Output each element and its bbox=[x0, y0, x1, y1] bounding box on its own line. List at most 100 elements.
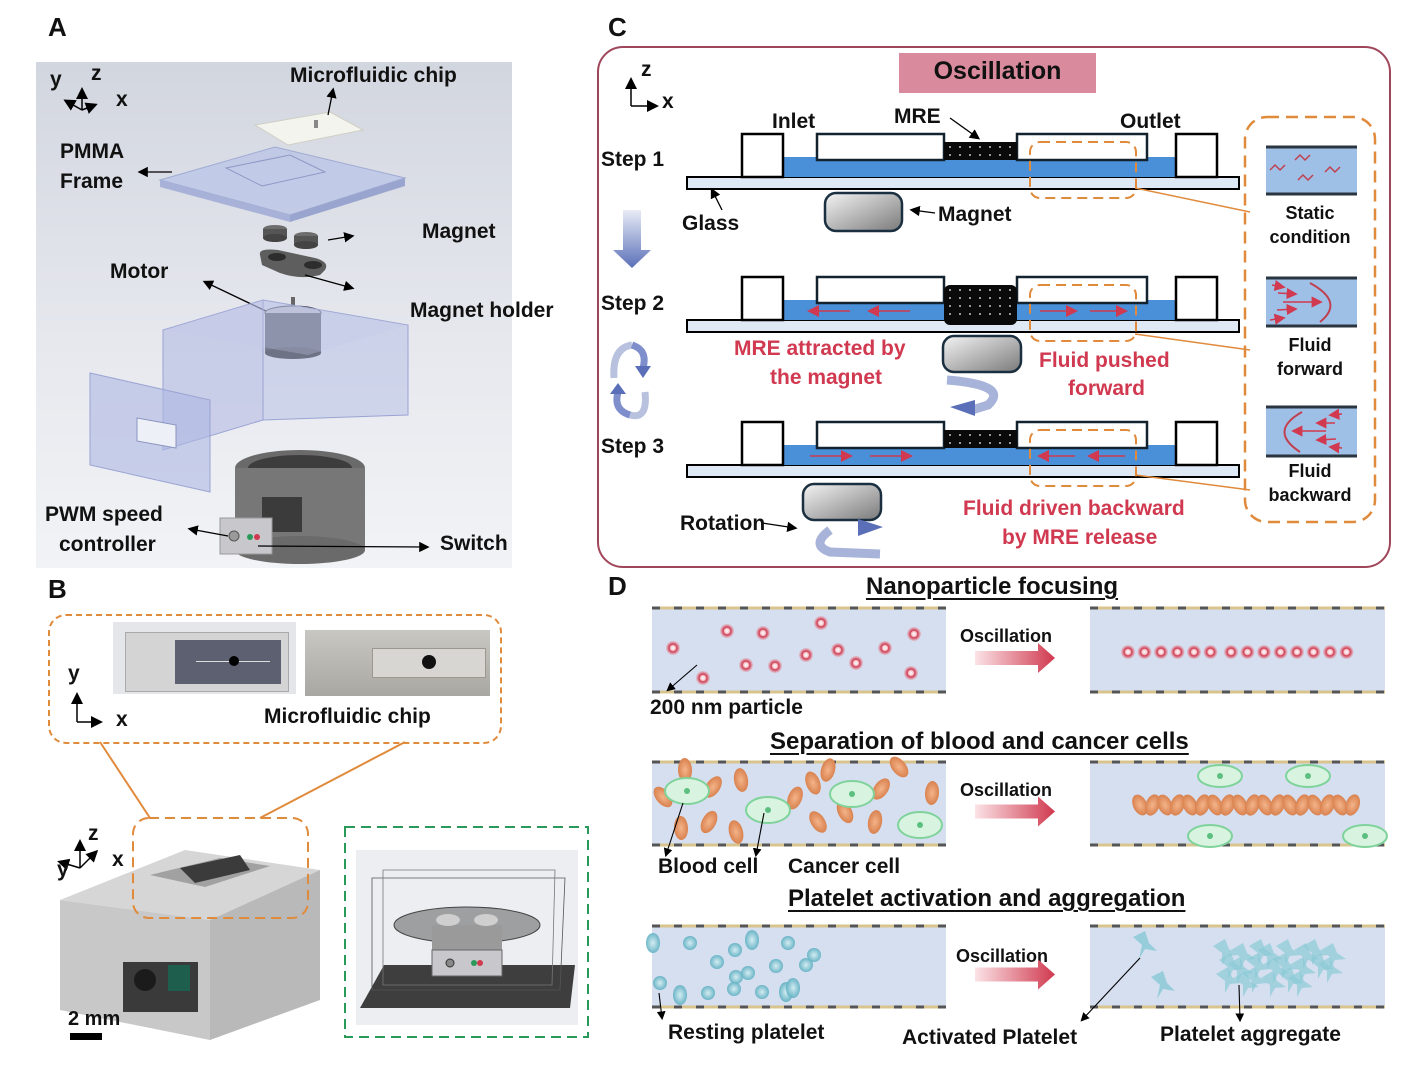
panel-label-d: D bbox=[608, 571, 627, 601]
condition-forward bbox=[1266, 276, 1357, 328]
row3-title: Platelet activation and aggregation bbox=[788, 885, 1186, 912]
label-microfluidic-chip-b: Microfluidic chip bbox=[264, 705, 431, 728]
label-inlet: Inlet bbox=[772, 110, 816, 133]
step-3-diagram bbox=[686, 420, 1240, 487]
conditions-box bbox=[1243, 115, 1377, 524]
resting-platelet bbox=[728, 943, 742, 957]
step-1-diagram bbox=[686, 132, 1240, 199]
nanoparticle bbox=[799, 648, 813, 662]
nanoparticle bbox=[907, 627, 921, 641]
blood-cell-focused bbox=[1269, 794, 1286, 816]
condition-static-line2: condition bbox=[1269, 227, 1351, 247]
label-blood-cell: Blood cell bbox=[658, 855, 759, 878]
blood-cell-focused bbox=[1257, 794, 1273, 816]
row1-title: Nanoparticle focusing bbox=[866, 573, 1119, 600]
fluid-channel bbox=[783, 445, 1176, 465]
panel-b-top-axes bbox=[71, 692, 103, 728]
aggregated-platelet bbox=[1213, 939, 1238, 965]
nanoparticle-focused bbox=[1170, 645, 1185, 659]
label-magnet-c: Magnet bbox=[938, 203, 1012, 226]
row1-oscillation-label: Oscillation bbox=[960, 626, 1053, 646]
condition-backward-line1: Fluid bbox=[1288, 461, 1332, 481]
step-2-label: Step 2 bbox=[601, 292, 665, 315]
label-magnet-holder: Magnet holder bbox=[410, 299, 554, 322]
motor-3d bbox=[264, 297, 322, 359]
cad-assembly-render bbox=[356, 850, 578, 1025]
panel-c-frame bbox=[597, 46, 1391, 568]
aggregated-platelet bbox=[1228, 957, 1253, 983]
blood-cell bbox=[728, 820, 744, 844]
inlet-port bbox=[740, 420, 785, 467]
condition-static bbox=[1266, 145, 1357, 196]
nanoparticle-focused bbox=[1306, 645, 1321, 659]
magnet-step2 bbox=[941, 334, 1023, 374]
blood-cell-focused bbox=[1344, 794, 1361, 816]
resting-platelet bbox=[683, 936, 697, 950]
chip-cad-image bbox=[113, 622, 296, 694]
blood-cell-focused bbox=[1232, 794, 1248, 816]
label-magnet: Magnet bbox=[422, 220, 496, 243]
panel-label-a: A bbox=[48, 12, 67, 42]
label-cancer-cell: Cancer cell bbox=[788, 855, 901, 878]
aggregated-platelet bbox=[1321, 943, 1346, 969]
b-axis-x: x bbox=[116, 708, 128, 731]
magnet-step3 bbox=[801, 482, 883, 522]
annotation-mre-attracted-2: the magnet bbox=[770, 366, 883, 389]
annotation-fluid-pushed-2: forward bbox=[1068, 377, 1146, 400]
c-axis-x: x bbox=[662, 90, 674, 113]
channel-row1-before bbox=[652, 606, 946, 694]
label-platelet-aggregate: Platelet aggregate bbox=[1160, 1023, 1341, 1046]
blood-cell-focused bbox=[1157, 794, 1173, 816]
blood-cell-focused bbox=[1182, 794, 1198, 816]
annotation-mre-attracted-1: MRE attracted by bbox=[734, 337, 906, 360]
resting-platelet bbox=[745, 930, 759, 950]
label-resting-platelet: Resting platelet bbox=[668, 1021, 825, 1044]
panel-a-axes bbox=[63, 87, 98, 114]
aggregated-platelet bbox=[1243, 967, 1268, 993]
step-1-label: Step 1 bbox=[601, 148, 665, 171]
aggregated-platelet bbox=[1303, 939, 1328, 965]
panel-label-b: B bbox=[48, 574, 67, 604]
nanoparticle bbox=[720, 624, 734, 638]
blood-cell bbox=[733, 768, 749, 792]
oscillation-title: Oscillation bbox=[933, 57, 1062, 85]
aggregated-platelet bbox=[1258, 943, 1283, 969]
resting-platelet bbox=[769, 959, 783, 973]
pmma-frame-3d bbox=[158, 146, 407, 222]
device-photo bbox=[60, 850, 320, 1040]
b-axis-z: z bbox=[88, 822, 99, 845]
fluid-channel bbox=[783, 157, 1176, 177]
scale-bar bbox=[70, 1033, 102, 1040]
nanoparticle bbox=[756, 626, 770, 640]
nanoparticle-focused bbox=[1323, 645, 1337, 659]
nanoparticle bbox=[904, 666, 918, 680]
nanoparticle bbox=[814, 616, 828, 630]
blood-cell bbox=[805, 771, 821, 795]
aggregated-platelet bbox=[1273, 953, 1298, 979]
blood-cell bbox=[809, 811, 827, 833]
zoom-region bbox=[1029, 284, 1137, 342]
step-diagrams bbox=[686, 132, 1240, 487]
resting-platelet bbox=[710, 955, 724, 969]
nanoparticle bbox=[739, 658, 753, 672]
blood-cell-focused bbox=[1244, 794, 1261, 816]
nanoparticle-focused bbox=[1257, 645, 1271, 659]
aggregated-platelet bbox=[1264, 957, 1289, 983]
nanoparticle-focused bbox=[1121, 645, 1135, 659]
panel-b-bottom-axes bbox=[57, 839, 99, 871]
annotation-fluid-pushed-1: Fluid pushed bbox=[1039, 349, 1170, 372]
nanoparticle bbox=[666, 641, 680, 655]
activated-platelet bbox=[1151, 971, 1175, 999]
chip-3d bbox=[253, 111, 365, 146]
particles bbox=[646, 616, 1388, 1005]
row2-oscillation-label: Oscillation bbox=[960, 780, 1053, 800]
oscillation-arrow-row2 bbox=[975, 796, 1055, 827]
resting-platelet bbox=[701, 986, 715, 1000]
oscillation-arrow-row1 bbox=[975, 643, 1055, 673]
label-pmma: PMMA bbox=[60, 140, 125, 163]
motor-base-3d bbox=[219, 450, 365, 564]
label-microfluidic-chip: Microfluidic chip bbox=[290, 64, 457, 87]
label-glass: Glass bbox=[682, 212, 740, 235]
condition-static-line1: Static bbox=[1285, 203, 1335, 223]
nanoparticle-focused bbox=[1224, 645, 1238, 659]
